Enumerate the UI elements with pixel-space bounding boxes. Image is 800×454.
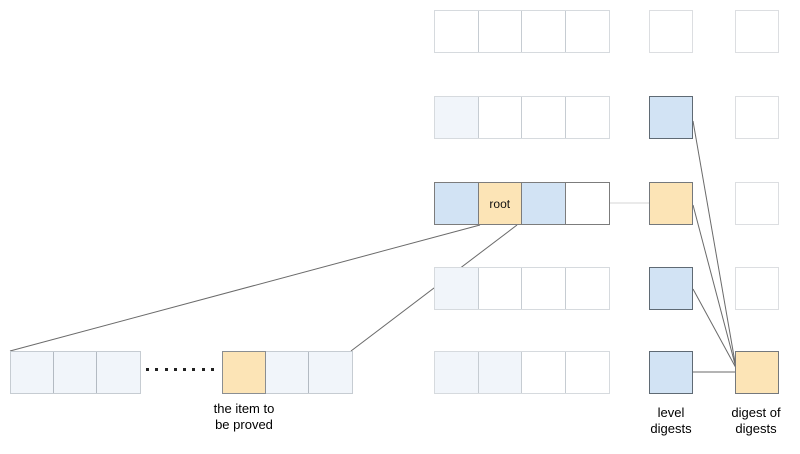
level-digest-cell-4 — [649, 267, 693, 310]
item-label-line1: the item to — [213, 401, 275, 416]
level-digest-cell-5 — [649, 351, 693, 394]
item-cell — [97, 352, 140, 393]
digest-column-cell-2 — [735, 96, 779, 139]
item-label-line2: be proved — [215, 417, 273, 432]
level-digest-cell-1 — [649, 10, 693, 53]
digest-column-cell-3 — [735, 182, 779, 225]
item-to-prove-cell — [222, 351, 266, 394]
dot — [192, 368, 196, 371]
matrix-cell — [522, 11, 566, 52]
digest-of-digests-cell — [735, 351, 779, 394]
root-cell: root — [478, 183, 522, 224]
item-label: the item to be proved — [183, 401, 305, 433]
digest-of-digests-label: digest of digests — [706, 405, 800, 437]
dot — [155, 368, 159, 371]
matrix-row-3: root — [434, 182, 610, 225]
matrix-cell — [565, 183, 609, 224]
matrix-cell — [565, 97, 609, 138]
matrix-cell — [435, 11, 479, 52]
connector-level2-to-digest — [692, 120, 737, 369]
matrix-cell — [478, 268, 522, 309]
matrix-cell — [435, 352, 479, 393]
dot — [164, 368, 168, 371]
digest-column-cell-1 — [735, 10, 779, 53]
dot — [173, 368, 177, 371]
matrix-row-2 — [434, 96, 610, 139]
matrix-cell — [478, 352, 522, 393]
matrix-row-1 — [434, 10, 610, 53]
matrix-cell — [565, 268, 609, 309]
ellipsis-dots — [146, 368, 220, 371]
matrix-row-5 — [434, 351, 610, 394]
item-cell — [11, 352, 54, 393]
digest-column-cell-4 — [735, 267, 779, 310]
item-list-right — [222, 351, 353, 394]
level-digests-label-line2: digests — [650, 421, 692, 436]
matrix-cell — [435, 268, 479, 309]
level-digest-cell-3 — [649, 182, 693, 225]
dot — [201, 368, 205, 371]
item-cell — [266, 352, 309, 393]
connector-root-to-items-left — [9, 224, 481, 352]
level-digests-label: level digests — [621, 405, 721, 437]
matrix-cell — [522, 183, 566, 224]
level-digest-cell-2 — [649, 96, 693, 139]
dot — [146, 368, 149, 371]
digest-of-digests-label-line2: digests — [735, 421, 777, 436]
item-list-left — [10, 351, 141, 394]
matrix-cell — [565, 352, 609, 393]
level-digests-label-line1: level — [657, 405, 685, 420]
item-cell — [54, 352, 97, 393]
matrix-cell — [522, 268, 566, 309]
matrix-row-4 — [434, 267, 610, 310]
digest-of-digests-label-line1: digest of — [731, 405, 781, 420]
matrix-cell — [435, 97, 479, 138]
matrix-cell — [478, 97, 522, 138]
dot — [211, 368, 215, 371]
matrix-cell — [522, 97, 566, 138]
item-cell — [309, 352, 352, 393]
matrix-cell — [478, 11, 522, 52]
matrix-cell — [435, 183, 479, 224]
matrix-cell — [522, 352, 566, 393]
matrix-cell — [565, 11, 609, 52]
connector-level4-to-digest — [692, 288, 737, 369]
dot — [183, 368, 187, 371]
connector-level3-to-digest — [692, 204, 737, 369]
